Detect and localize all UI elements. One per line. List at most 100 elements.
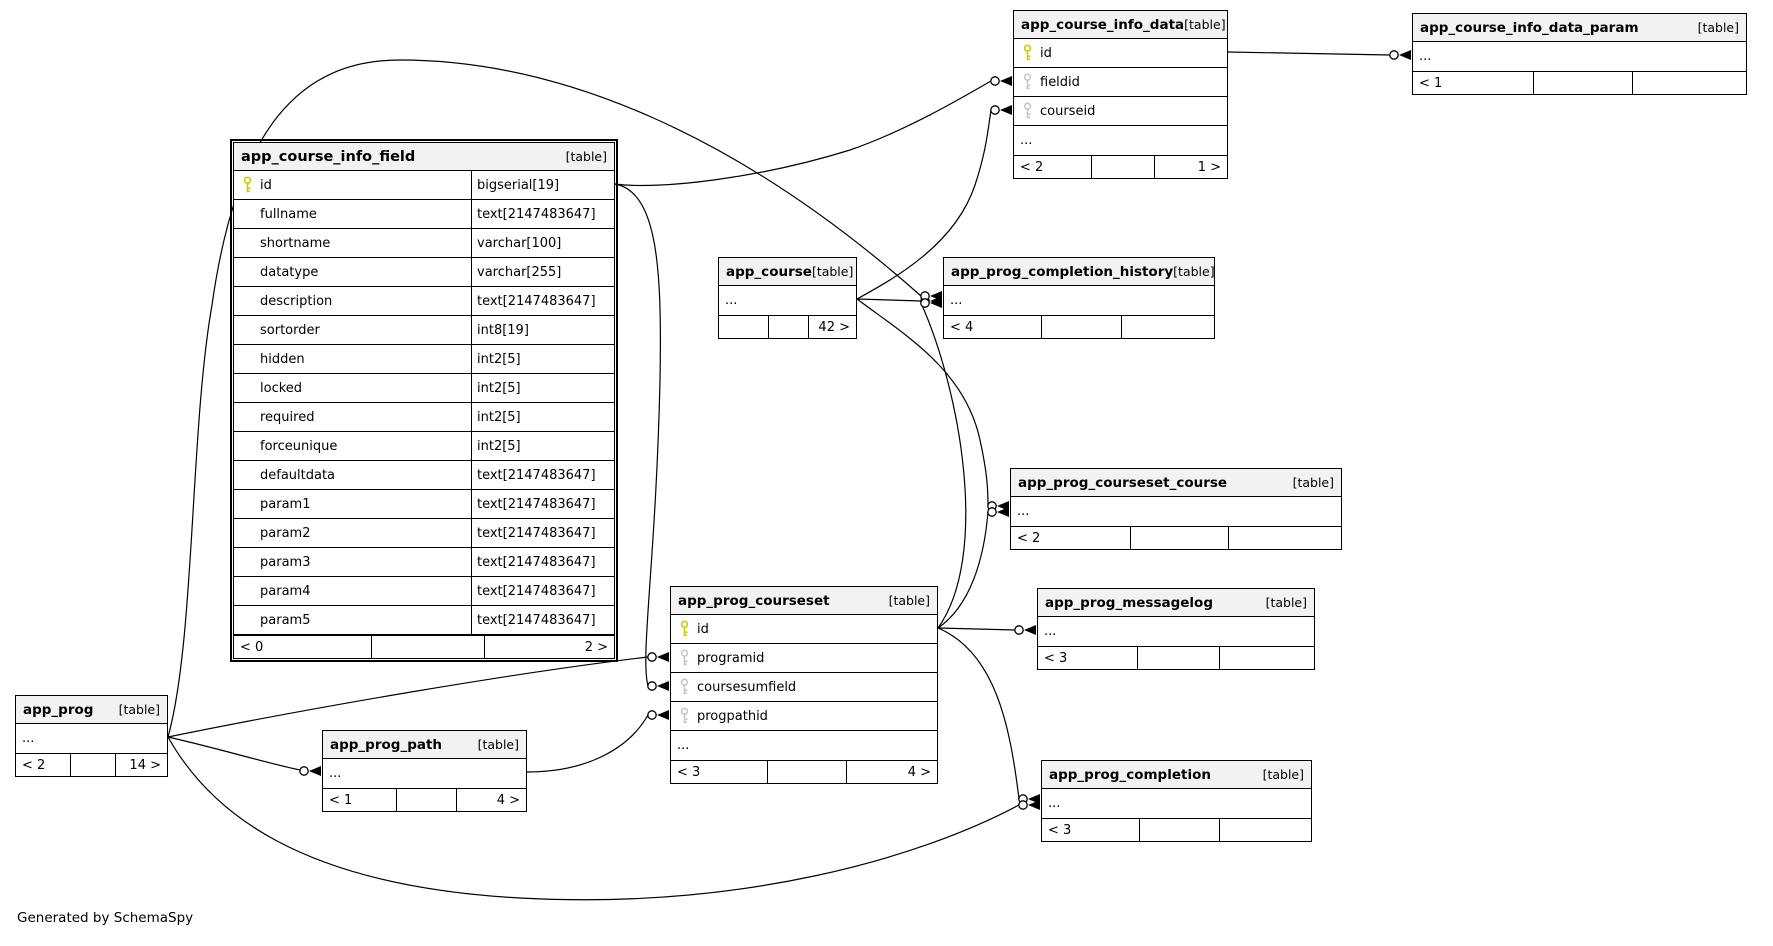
column-name: hidden <box>260 351 305 367</box>
column-name-cell: courseid <box>1040 97 1227 125</box>
column-name: param5 <box>260 612 311 628</box>
column-name: param2 <box>260 525 311 541</box>
footer-mid-cell <box>768 316 810 338</box>
column-name-cell: defaultdata <box>260 461 471 489</box>
footer-parents-count: < 2 <box>22 757 46 773</box>
column-name-cell: id <box>1040 39 1227 67</box>
relationship-line <box>1227 51 1391 56</box>
column-name: datatype <box>260 264 319 280</box>
relationship-line <box>856 109 992 300</box>
key-cell <box>1014 44 1040 62</box>
footer-row: < 3 <box>1042 818 1311 841</box>
key-cell <box>671 678 697 696</box>
column-name-cell: datatype <box>260 258 471 286</box>
footer-parents-count: < 3 <box>677 764 701 780</box>
column-type: text[2147483647] <box>471 200 614 228</box>
column-type: varchar[100] <box>471 229 614 257</box>
footer-children-count: 2 > <box>584 639 608 655</box>
column-type: bigserial[19] <box>471 171 614 199</box>
table-app_prog_messagelog[interactable]: app_prog_messagelog[table]...< 3 <box>1037 588 1315 670</box>
relationship-arrow-icon <box>657 710 669 720</box>
footer-mid-cell <box>766 761 847 783</box>
column-name: defaultdata <box>260 467 336 483</box>
column-name: programid <box>697 650 765 666</box>
relationship-arrow-icon <box>657 652 669 662</box>
relationship-arrow-icon <box>1028 800 1040 810</box>
column-name-cell: fieldid <box>1040 68 1227 96</box>
column-name-cell: programid <box>697 644 937 672</box>
footer-mid-cell <box>1129 527 1229 549</box>
table-app_prog_courseset_course[interactable]: app_prog_courseset_course[table]...< 2 <box>1010 468 1342 550</box>
column-name: id <box>697 621 709 637</box>
column-type: text[2147483647] <box>471 461 614 489</box>
footer-row: < 2 14 > <box>16 753 167 776</box>
footer-mid-cell <box>1041 316 1123 338</box>
relationship-arrow-icon <box>1399 50 1411 60</box>
ellipsis-row: ... <box>1020 133 1033 148</box>
footer-mid-cell <box>370 636 485 658</box>
column-name: id <box>260 177 272 193</box>
column-type: text[2147483647] <box>471 490 614 518</box>
table-type-badge: [table] <box>1184 17 1226 32</box>
column-name-cell: id <box>697 615 937 643</box>
column-name-cell: locked <box>260 374 471 402</box>
column-name-cell: param1 <box>260 490 471 518</box>
column-row: forceunique int2[5] <box>234 432 614 461</box>
column-row: fieldid <box>1014 68 1227 97</box>
column-type: int2[5] <box>471 403 614 431</box>
relationship-circle-icon <box>647 710 657 720</box>
relationship-line <box>856 298 922 302</box>
table-type-badge: [table] <box>565 149 607 164</box>
relationship-circle-icon <box>990 76 1000 86</box>
table-app_prog_completion_history[interactable]: app_prog_completion_history[table]...< 4 <box>943 257 1215 339</box>
column-row: id <box>1014 39 1227 68</box>
foreign-key-icon <box>680 649 688 666</box>
table-app_course[interactable]: app_course[table]...42 > <box>718 257 857 339</box>
column-name: forceunique <box>260 438 338 454</box>
relationship-line <box>614 80 992 187</box>
relationship-circle-icon <box>987 507 997 517</box>
column-name-cell: forceunique <box>260 432 471 460</box>
relationship-line <box>526 714 649 773</box>
footer-mid-cell <box>1137 647 1221 669</box>
relationship-arrow-icon <box>1000 76 1012 86</box>
footer-row: < 2 <box>1011 526 1341 549</box>
relationship-line <box>167 656 649 738</box>
footer-mid-cell <box>1138 819 1220 841</box>
footer-parents-count: < 4 <box>950 319 974 335</box>
footer-children-count: 42 > <box>818 319 850 335</box>
column-name: param3 <box>260 554 311 570</box>
column-type: int2[5] <box>471 432 614 460</box>
table-app_course_info_data_param[interactable]: app_course_info_data_param[table]...< 1 <box>1412 13 1747 95</box>
relationship-line <box>856 298 989 507</box>
key-cell <box>671 620 697 638</box>
footer-children-count: 14 > <box>129 757 161 773</box>
column-name: coursesumfield <box>697 679 797 695</box>
column-name-cell: shortname <box>260 229 471 257</box>
footer-children-count <box>1633 72 1746 94</box>
table-app_prog_completion[interactable]: app_prog_completion[table]...< 3 <box>1041 760 1312 842</box>
column-type: int8[19] <box>471 316 614 344</box>
relationship-arrow-icon <box>1024 625 1036 635</box>
foreign-key-icon <box>680 678 688 695</box>
table-name: app_course_info_data_param <box>1420 19 1639 36</box>
column-row: id <box>671 615 937 644</box>
footer-parents-count: < 3 <box>1048 822 1072 838</box>
column-name-cell: coursesumfield <box>697 673 937 701</box>
table-type-badge: [table] <box>118 702 160 717</box>
column-type: text[2147483647] <box>471 606 614 634</box>
column-row: defaultdata text[2147483647] <box>234 461 614 490</box>
